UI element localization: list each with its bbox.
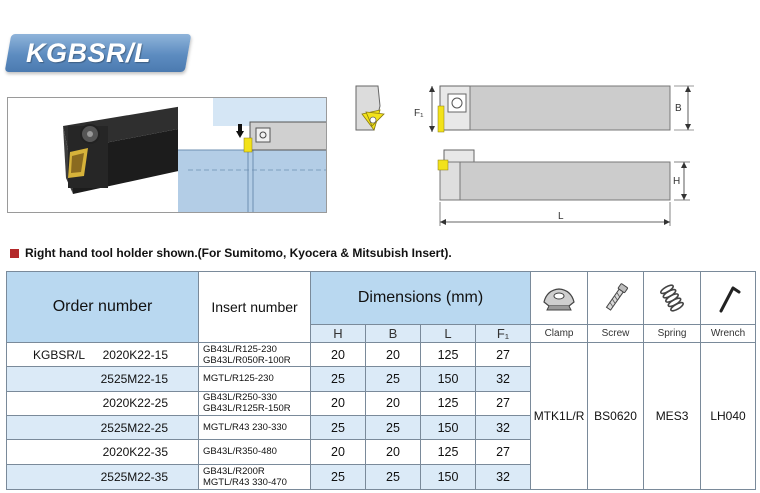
order-number-cell: 2525M22-35 [6,463,199,491]
insert-number: GB43L/R125-230 [203,343,277,355]
table-row: 2525M22-15 MGTL/R125-230 25 25 150 32 [6,366,756,392]
dimension-diagram: F₁ B H L [355,85,694,226]
order-number-cell: 2525M22-25 [6,414,199,441]
dim-b-cell: 25 [365,463,421,491]
dim-l-cell: 150 [420,463,476,491]
dim-b-cell: 20 [365,341,421,368]
header-order-number: Order number [6,271,199,343]
dim-f1-cell: 32 [474,366,532,392]
clamp-value: MTK1L/R [530,341,589,491]
dim-h-cell: 25 [310,414,366,441]
spring-value: MES3 [643,341,702,491]
table-row: 2525M22-25 MGTL/R43 230-330 25 25 150 32 [6,414,756,441]
insert-number: MGTL/R43 230-330 [198,414,311,441]
order-number-cell: 2020K22-35 [6,439,199,465]
note-text: Right hand tool holder shown.(For Sumito… [25,246,452,260]
header-dimensions: Dimensions (mm) [309,271,532,325]
dim-b-cell: 20 [365,439,421,465]
insert-number: GB43L/R050R-100R [203,354,291,366]
insert-number: GB43L/R125R-150R [203,403,291,415]
dim-f1-cell: 32 [474,463,532,491]
order-number: 2020K22-15 [102,347,168,362]
header-clamp: Clamp [530,323,589,343]
insert-number: GB43L/R250-330 [203,392,277,404]
spring-icon-cell [643,271,702,325]
dim-b-cell: 20 [365,390,421,416]
dim-h-cell: 25 [310,366,366,392]
dim-l-cell: 150 [420,366,476,392]
title-badge: KGBSR/L [4,34,192,72]
insert-number: GB43L/R200R [203,465,265,477]
page-title: KGBSR/L [26,38,151,68]
dim-l-cell: 150 [420,414,476,441]
dim-f1-cell: 27 [474,439,532,465]
screw-icon [605,283,628,311]
dim-b-cell: 25 [365,414,421,441]
screw-icon-cell [587,271,645,325]
dim-h-cell: 20 [310,390,366,416]
spec-table: Order number Insert number Dimensions (m… [6,271,757,491]
screw-value: BS0620 [587,341,645,491]
order-number-cell: 2020K22-25 [6,390,199,416]
dim-label-f1: F₁ [414,108,424,119]
wrench-value: LH040 [700,341,757,491]
spring-icon [660,284,685,312]
dim-f1-cell: 27 [474,341,532,368]
note-line: Right hand tool holder shown.(For Sumito… [10,245,452,261]
header-insert-number: Insert number [198,271,311,343]
dim-h-cell: 20 [310,439,366,465]
dim-h-cell: 25 [310,463,366,491]
insert-number: MGTL/R43 330-470 [203,476,287,488]
dim-l-cell: 125 [420,341,476,368]
tool-holder-illustration [63,98,326,212]
insert-number: MGTL/R125-230 [198,366,311,392]
header-spring: Spring [643,323,702,343]
dim-label-l: L [558,211,564,222]
dim-l-cell: 125 [420,390,476,416]
dim-label-b: B [675,103,682,114]
header-dim-l: L [420,323,476,343]
order-prefix: KGBSR/L [33,347,86,362]
order-number-cell: 2525M22-15 [6,366,199,392]
dim-l-cell: 125 [420,439,476,465]
bullet-square [10,248,19,258]
header-dim-h: H [310,323,366,343]
header-dim-f1: F₁ [474,323,532,343]
header-dim-b: B [365,323,421,343]
wrench-icon-cell [700,271,757,325]
insert-number: GB43L/R350-480 [198,439,311,465]
clamp-icon-cell [530,271,589,325]
wrench-icon [719,286,741,313]
dim-f1-cell: 32 [474,414,532,441]
dim-b-cell: 25 [365,366,421,392]
clamp-icon [543,288,575,311]
tool-photo [7,97,327,213]
header-wrench: Wrench [700,323,757,343]
order-number-cell: KGBSR/L 2020K22-15 [6,341,199,368]
dim-h-cell: 20 [310,341,366,368]
dim-label-h: H [673,176,680,187]
header-screw: Screw [587,323,645,343]
dim-f1-cell: 27 [474,390,532,416]
